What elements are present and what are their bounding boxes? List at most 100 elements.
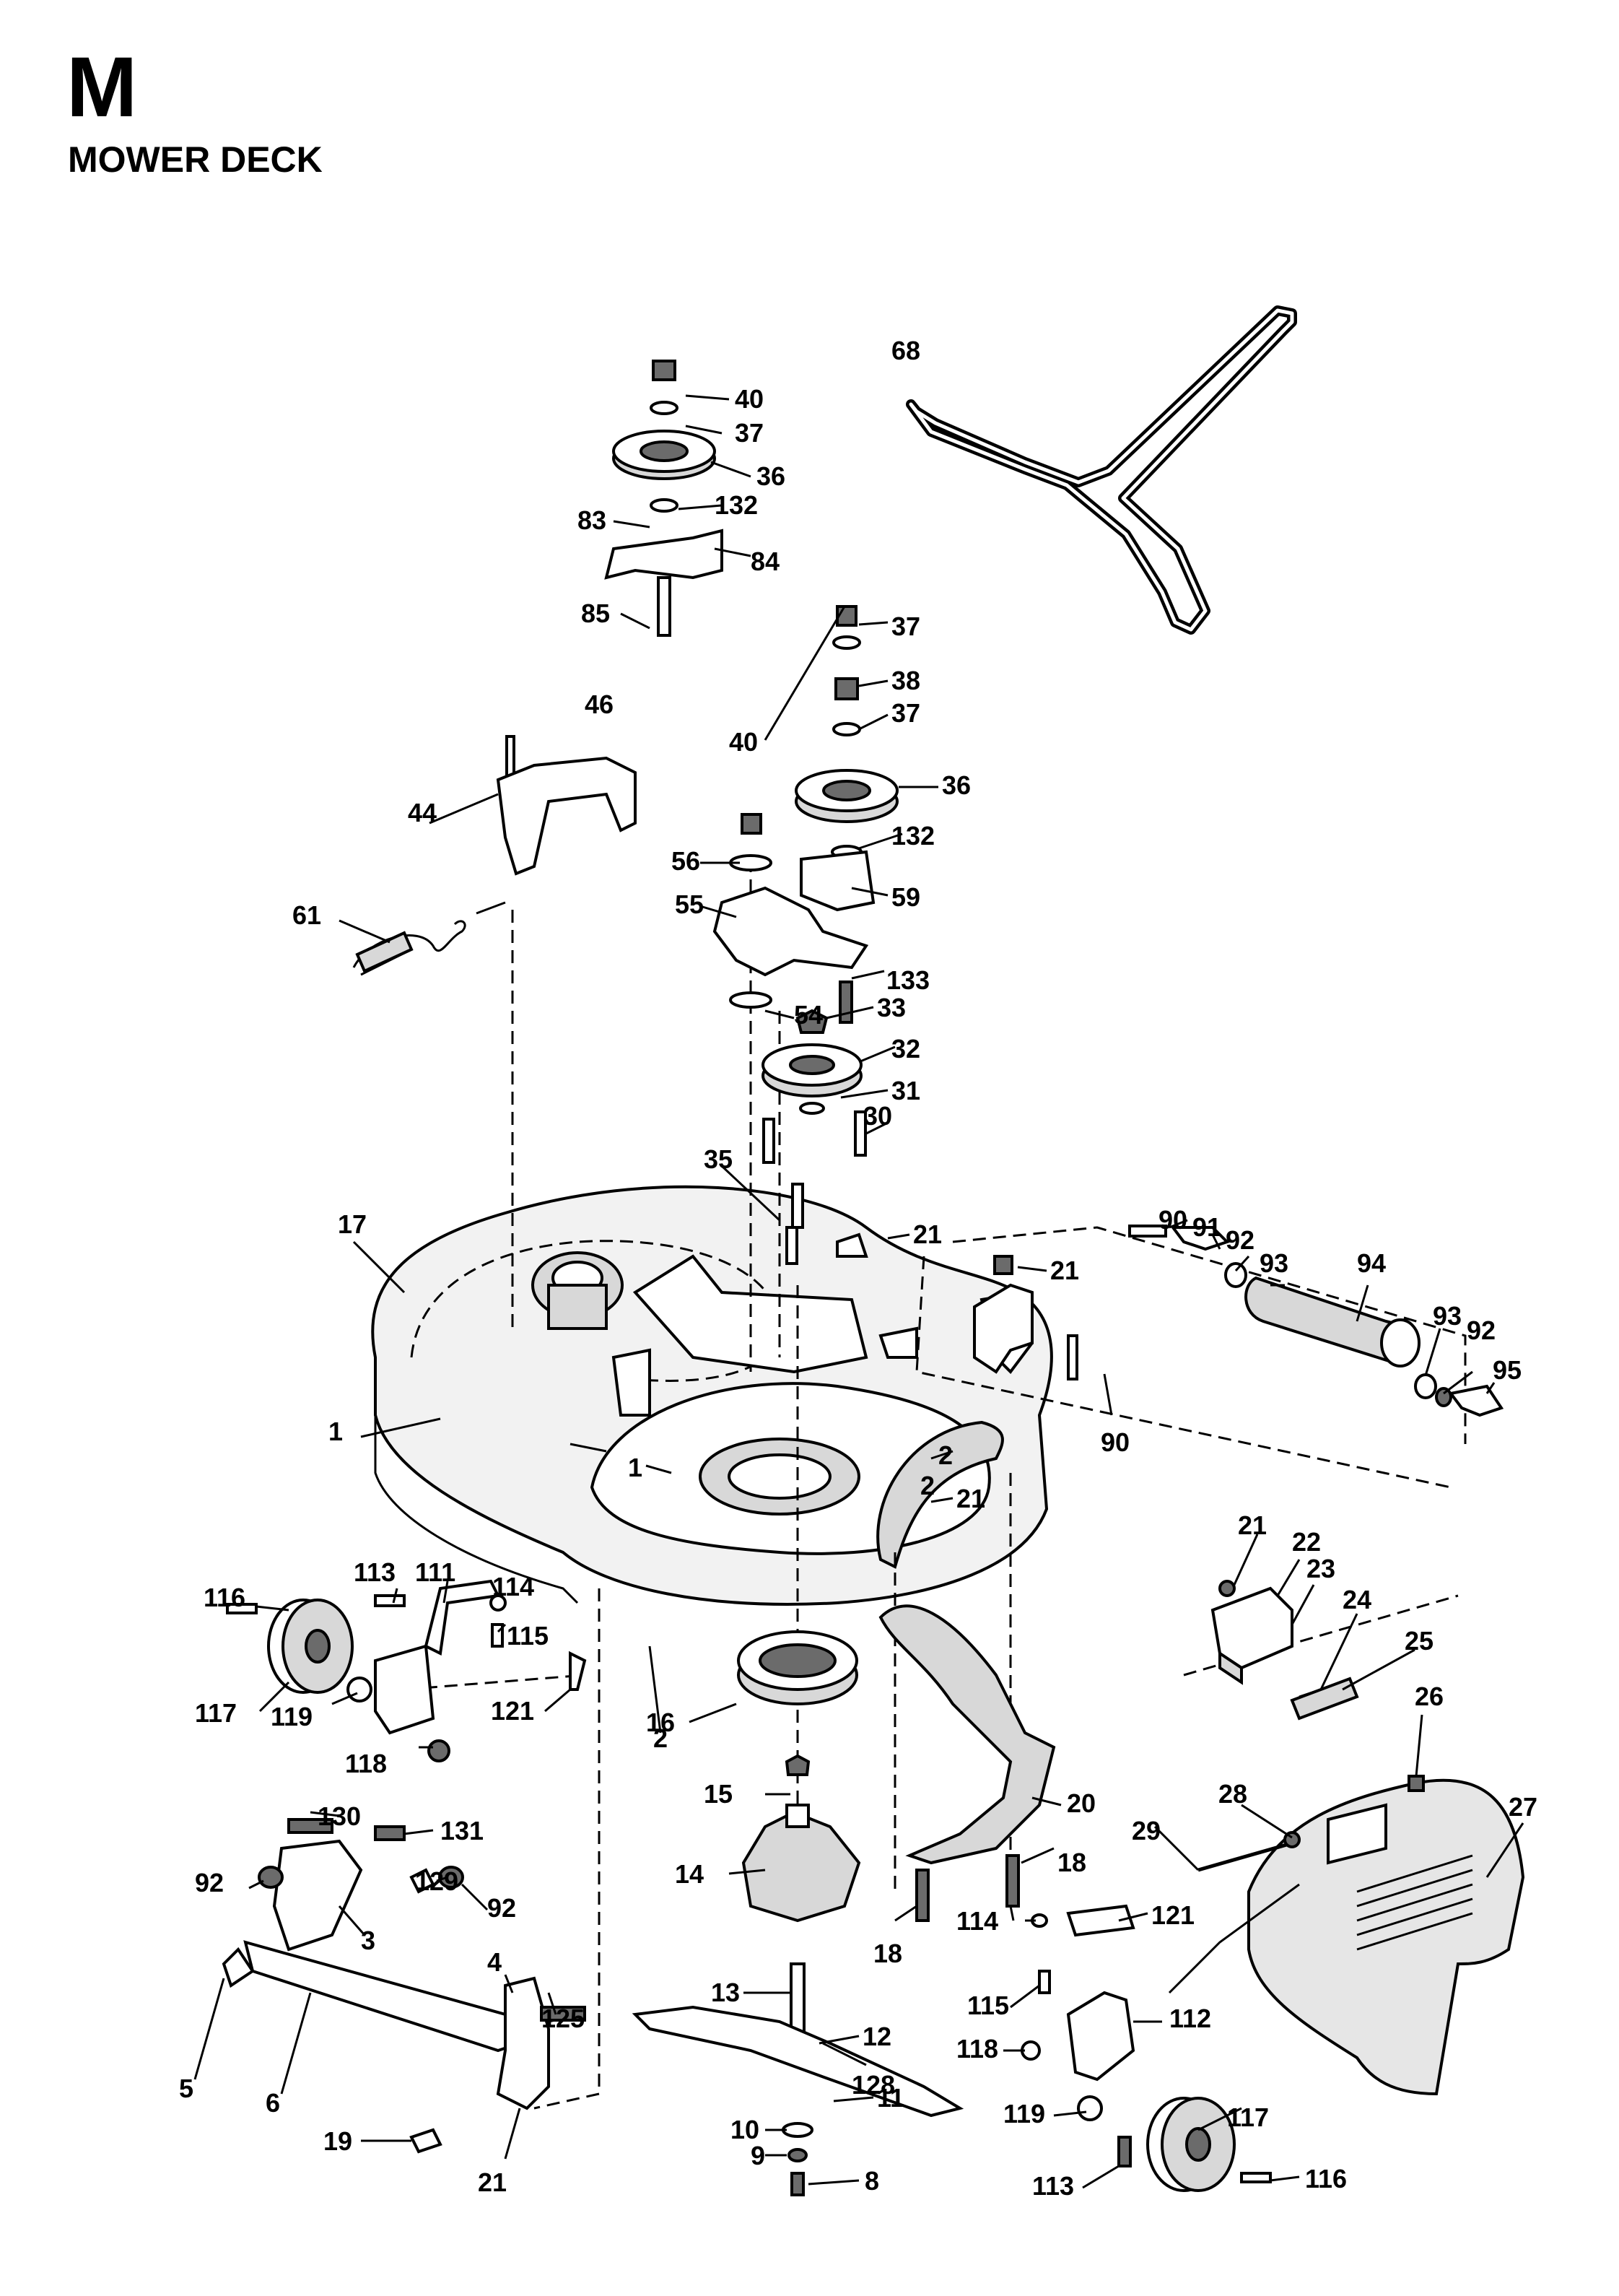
callout: 40 xyxy=(729,727,758,757)
callout: 32 xyxy=(891,1034,920,1064)
callout: 11 xyxy=(877,2083,904,2113)
callout: 15 xyxy=(704,1779,733,1809)
deck-housing xyxy=(371,1185,1053,1606)
callout: 121 xyxy=(1151,1900,1195,1930)
anti-scalp-roller xyxy=(1067,1225,1504,1417)
section-letter: M xyxy=(66,40,138,135)
callout: 117 xyxy=(195,1698,237,1728)
callout: 83 xyxy=(577,505,606,535)
callout: 46 xyxy=(585,690,614,719)
callout: 26 xyxy=(1415,1682,1444,1711)
idler-arm xyxy=(878,1604,1056,1922)
callout: 56 xyxy=(671,846,700,876)
callout: 21 xyxy=(478,2167,507,2197)
callout: 132 xyxy=(715,490,758,520)
callout: 115 xyxy=(507,1621,549,1651)
lift-linkage xyxy=(222,1818,586,2154)
callout: 61 xyxy=(292,900,321,930)
callout: 22 xyxy=(1292,1527,1321,1557)
callout: 121 xyxy=(491,1696,534,1726)
callout: 21 xyxy=(913,1219,942,1249)
callout: 21 xyxy=(1238,1510,1267,1540)
callout: 131 xyxy=(440,1816,484,1845)
callout: 17 xyxy=(338,1209,367,1239)
callout: 28 xyxy=(1218,1779,1247,1809)
callout: 5 xyxy=(179,2074,193,2103)
callout: 4 xyxy=(487,1947,502,1977)
callout: 55 xyxy=(675,890,704,919)
callout: 25 xyxy=(1405,1626,1433,1656)
callout: 36 xyxy=(756,461,785,491)
callout: 91 xyxy=(1192,1212,1221,1242)
callout: 119 xyxy=(1003,2099,1045,2128)
callout: 92 xyxy=(1467,1316,1496,1345)
callout: 8 xyxy=(865,2166,879,2196)
drive-belt xyxy=(906,305,1297,635)
callout: 90 xyxy=(1158,1205,1187,1235)
callout: 37 xyxy=(891,612,920,641)
callout: 54 xyxy=(794,1000,823,1030)
callout: 21 xyxy=(1050,1256,1079,1285)
callout: 6 xyxy=(266,2088,280,2118)
upper-idler-assembly xyxy=(604,360,723,637)
leader-lines xyxy=(193,394,1524,2189)
callout: 118 xyxy=(345,1749,387,1778)
callout: 21 xyxy=(956,1484,985,1513)
callout: 95 xyxy=(1493,1355,1522,1385)
callout: 2 xyxy=(938,1440,953,1470)
callout: 92 xyxy=(1226,1225,1254,1255)
callout: 18 xyxy=(1057,1848,1086,1877)
callout: 2 xyxy=(653,1723,668,1753)
callout: 119 xyxy=(271,1702,313,1731)
callout: 3 xyxy=(361,1926,375,1955)
callout: 1 xyxy=(328,1417,343,1446)
callout: 115 xyxy=(967,1991,1009,2020)
section-title: MOWER DECK xyxy=(68,139,323,180)
callout: 37 xyxy=(891,698,920,728)
callout: 23 xyxy=(1306,1554,1335,1583)
callout: 9 xyxy=(751,2141,765,2170)
callout: 30 xyxy=(863,1101,892,1131)
callout: 36 xyxy=(942,770,971,800)
callout: 19 xyxy=(323,2126,352,2156)
callout: 125 xyxy=(541,2004,585,2033)
callout: 38 xyxy=(891,666,920,695)
callout: 112 xyxy=(1169,2004,1211,2033)
callout: 114 xyxy=(956,1906,998,1936)
callout: 113 xyxy=(1032,2171,1074,2201)
callout: 40 xyxy=(735,384,764,414)
belt-cover-and-spring xyxy=(352,735,637,976)
callout: 93 xyxy=(1433,1301,1462,1331)
callout: 44 xyxy=(408,798,437,827)
callout: 13 xyxy=(711,1978,740,2007)
callout: 92 xyxy=(487,1893,516,1923)
right-deck-bracket xyxy=(973,1255,1034,1374)
callout: 24 xyxy=(1343,1585,1371,1614)
callout: 116 xyxy=(204,1583,245,1612)
callout: 117 xyxy=(1227,2103,1269,2132)
callout: 27 xyxy=(1509,1792,1537,1822)
callout: 10 xyxy=(730,2115,759,2144)
callout: 93 xyxy=(1260,1248,1288,1278)
callout: 12 xyxy=(863,2022,891,2051)
callout: 18 xyxy=(873,1939,902,1968)
callout: 84 xyxy=(751,547,780,576)
callout: 20 xyxy=(1067,1788,1096,1818)
callout: 133 xyxy=(886,965,930,995)
rear-hitch-bracket xyxy=(1210,1580,1359,1721)
callout: 128 xyxy=(852,2070,895,2100)
callout: 68 xyxy=(891,336,920,365)
callout: 130 xyxy=(318,1801,361,1831)
callout: 116 xyxy=(1305,2164,1347,2193)
callout: 2 xyxy=(920,1471,935,1500)
callout: 94 xyxy=(1357,1248,1386,1278)
discharge-chute xyxy=(1197,1775,1525,2096)
callout-labels: 1 1 2 2 2 3 4 5 6 8 9 10 11 12 13 14 15 … xyxy=(179,336,1537,2201)
callout: 1 xyxy=(628,1453,642,1482)
callout: 35 xyxy=(704,1144,733,1174)
callout: 111 xyxy=(415,1557,455,1587)
callout: 90 xyxy=(1101,1427,1130,1457)
callout: 92 xyxy=(195,1868,224,1897)
callout: 29 xyxy=(1132,1816,1161,1845)
